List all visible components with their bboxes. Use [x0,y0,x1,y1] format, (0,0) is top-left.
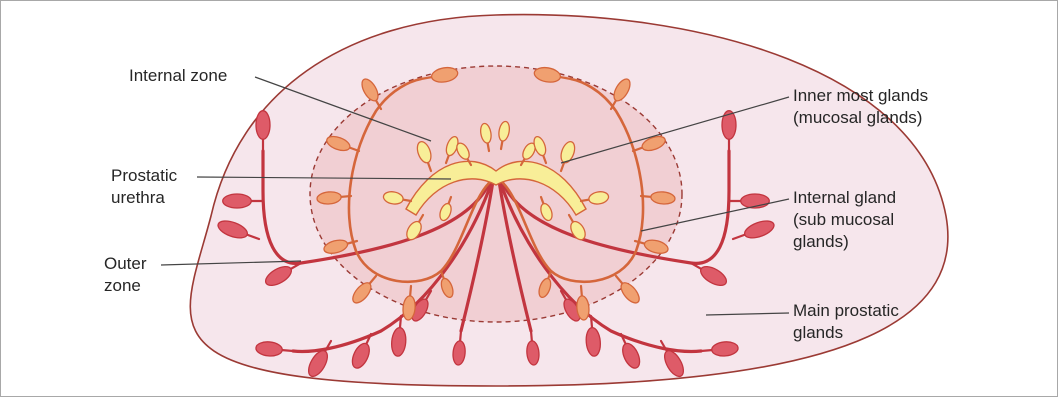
label-main-prostatic-glands: Main prostatic glands [793,300,899,344]
label-inner-most-glands-line1: Inner most glands [793,85,928,107]
main-gland-lobule-0 [256,111,270,140]
label-internal-zone: Internal zone [129,65,227,87]
label-main-prostatic-glands-line1: Main prostatic [793,300,899,322]
main-gland-lobule-1 [223,194,252,208]
label-internal-gland-line3: glands) [793,231,896,253]
label-internal-gland-line1: Internal gland [793,187,896,209]
label-main-prostatic-glands-line2: glands [793,322,899,344]
label-prostatic-urethra: Prostatic urethra [111,165,177,209]
label-outer-zone-line1: Outer [104,253,147,275]
label-internal-zone-text: Internal zone [129,65,227,87]
label-outer-zone: Outer zone [104,253,147,297]
label-outer-zone-line2: zone [104,275,147,297]
label-internal-gland: Internal gland (sub mucosal glands) [793,187,896,253]
label-prostatic-urethra-line2: urethra [111,187,177,209]
label-prostatic-urethra-line1: Prostatic [111,165,177,187]
label-internal-gland-line2: (sub mucosal [793,209,896,231]
label-inner-most-glands-line2: (mucosal glands) [793,107,928,129]
label-inner-most-glands: Inner most glands (mucosal glands) [793,85,928,129]
